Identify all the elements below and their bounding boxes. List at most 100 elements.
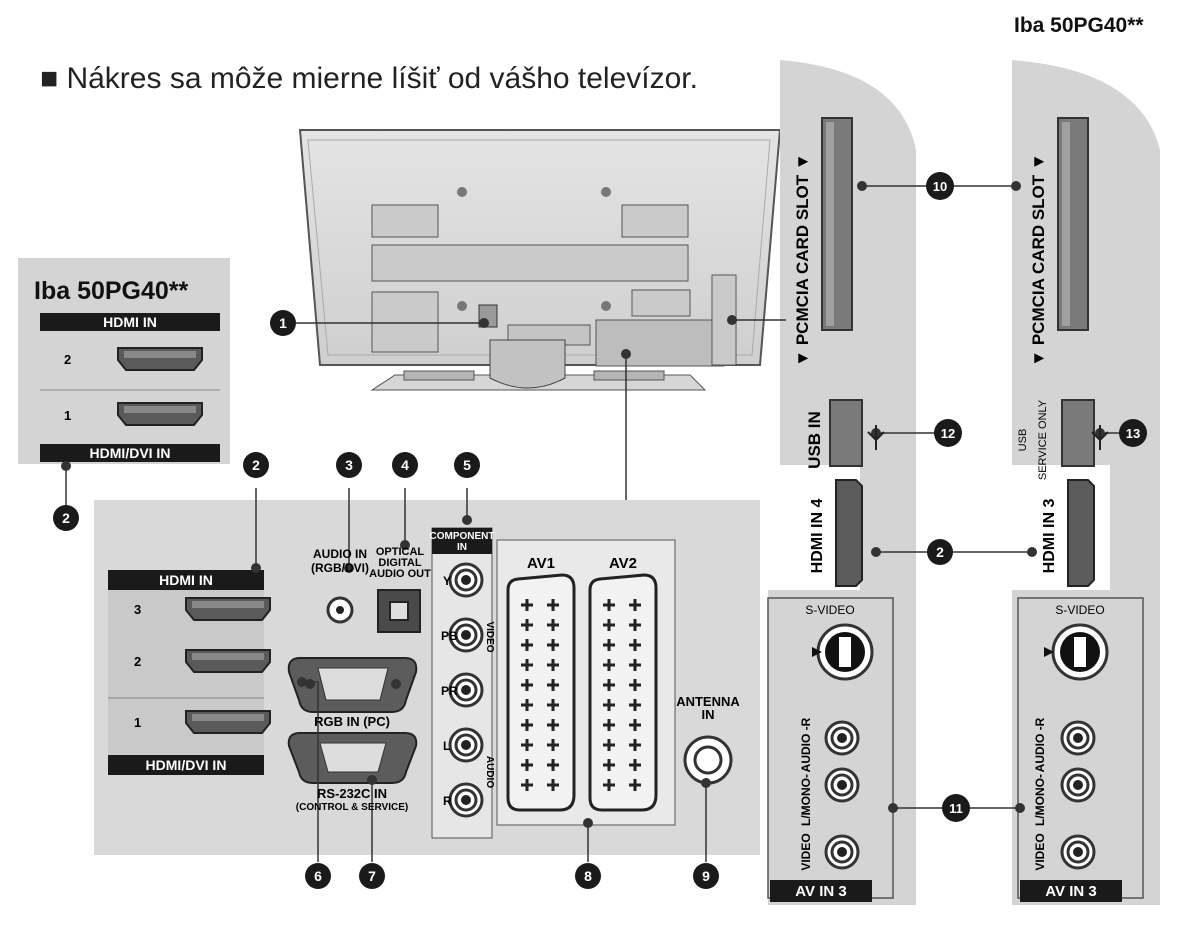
scart-pin [629, 719, 641, 731]
scart-pin [629, 639, 641, 651]
model-label-right: Iba 50PG40** [1014, 14, 1144, 37]
callout-5: 5 [454, 452, 480, 478]
callout-2-panel: 2 [243, 452, 269, 478]
scart-pin [629, 739, 641, 751]
scart-pin [603, 739, 615, 751]
usb-icon [867, 425, 1109, 450]
service-only-label: SERVICE ONLY [1037, 399, 1049, 480]
scart-pin-grid [521, 599, 641, 791]
callout-12: 12 [934, 419, 962, 447]
scart-pin [629, 659, 641, 671]
audio-r-label-1: AUDIO -R [799, 717, 813, 772]
callout-10: 10 [926, 172, 954, 200]
callout-4: 4 [392, 452, 418, 478]
av1-label: AV1 [527, 555, 555, 572]
callout-8: 8 [575, 863, 601, 889]
hdmi-in-3-label: HDMI IN 3 [1041, 499, 1058, 574]
panel-port-1: 1 [134, 715, 141, 730]
audio-in-label: AUDIO IN [313, 547, 367, 561]
scart-pin [603, 599, 615, 611]
scart-pin [521, 719, 533, 731]
panel-hdmi-dvi-label: HDMI/DVI IN [146, 757, 227, 773]
pcmcia-label-2: ▼ PCMCIA CARD SLOT ▼ [1029, 153, 1048, 366]
side-panel-1 [767, 60, 916, 905]
svg-text:1: 1 [279, 315, 287, 331]
svg-text:13: 13 [1126, 426, 1140, 441]
rs232-sub-label: (CONTROL & SERVICE) [296, 802, 408, 813]
comp-audio-label: AUDIO [484, 756, 495, 788]
callout-1: 1 [270, 310, 296, 336]
callout-3: 3 [336, 452, 362, 478]
hdmi-in-4-label: HDMI IN 4 [809, 499, 826, 574]
scart-pin [547, 679, 559, 691]
lmono-label-2: L/MONO- [1033, 774, 1047, 826]
scart-pin [547, 759, 559, 771]
scart-pin [547, 659, 559, 671]
panel-port-2: 2 [134, 654, 141, 669]
scart-pin [521, 779, 533, 791]
scart-pin [603, 679, 615, 691]
svideo-arrow-icon [812, 647, 822, 657]
scart-pin [547, 619, 559, 631]
svg-text:12: 12 [941, 426, 955, 441]
scart-pin [603, 639, 615, 651]
callout-6: 6 [305, 863, 331, 889]
scart-pin [547, 599, 559, 611]
pcmcia-label-1: ▼ PCMCIA CARD SLOT ▼ [793, 153, 812, 366]
scart-pin [603, 779, 615, 791]
svg-text:5: 5 [463, 457, 471, 473]
scart-pin [547, 719, 559, 731]
av-in-3-label-1: AV IN 3 [795, 883, 846, 900]
svg-text:11: 11 [949, 801, 963, 816]
callout-7: 7 [359, 863, 385, 889]
scart-pin [521, 699, 533, 711]
comp-l: L [443, 739, 450, 753]
intro-note: ■ Nákres sa môže mierne líšiť od vášho t… [40, 62, 698, 95]
comp-y: Y [443, 574, 451, 588]
svideo-label-1: S-VIDEO [805, 603, 854, 617]
usb-label-2: USB [1017, 429, 1029, 452]
svideo-label-2: S-VIDEO [1055, 603, 1104, 617]
scart-pin [547, 779, 559, 791]
scart-pin [629, 779, 641, 791]
lmono-label-1: L/MONO- [799, 774, 813, 826]
rs232-label: RS-232C IN [317, 786, 387, 801]
svg-text:2: 2 [62, 510, 70, 526]
scart-pin [521, 679, 533, 691]
optical-label-1: OPTICAL [376, 546, 425, 558]
antenna-label: ANTENNA [676, 694, 740, 709]
scart-pin [603, 699, 615, 711]
callout-2-inset: 2 [53, 505, 79, 531]
usb-in-label: USB IN [805, 411, 824, 469]
scart-pin [629, 699, 641, 711]
scart-pin [521, 759, 533, 771]
leader-dots [61, 181, 1105, 828]
callout-11: 11 [942, 794, 970, 822]
antenna-in-label: IN [702, 707, 715, 722]
svideo-arrow-icon [1044, 647, 1054, 657]
comp-pb: PB [441, 629, 458, 643]
panel-hdmi-in-label: HDMI IN [159, 572, 213, 588]
model-label-left: Iba 50PG40** [34, 277, 189, 305]
rear-panel [94, 500, 760, 855]
panel-port-3: 3 [134, 602, 141, 617]
svg-text:8: 8 [584, 868, 592, 884]
scart-pin [547, 739, 559, 751]
scart-pin [521, 599, 533, 611]
svg-text:10: 10 [933, 179, 947, 194]
svg-text:2: 2 [936, 544, 944, 560]
component-label: COMPONENT [430, 531, 495, 542]
callout-9: 9 [693, 863, 719, 889]
video-label-2: VIDEO [1033, 833, 1047, 870]
scart-pin [603, 759, 615, 771]
video-label-1: VIDEO [799, 833, 813, 870]
svg-text:7: 7 [368, 868, 376, 884]
component-in-label: IN [457, 542, 467, 553]
svg-text:9: 9 [702, 868, 710, 884]
scart-pin [629, 759, 641, 771]
audio-in-sub-label: (RGB/DVI) [311, 561, 369, 575]
scart-pin [521, 639, 533, 651]
comp-pr: PR [441, 684, 458, 698]
av2-label: AV2 [609, 555, 637, 572]
